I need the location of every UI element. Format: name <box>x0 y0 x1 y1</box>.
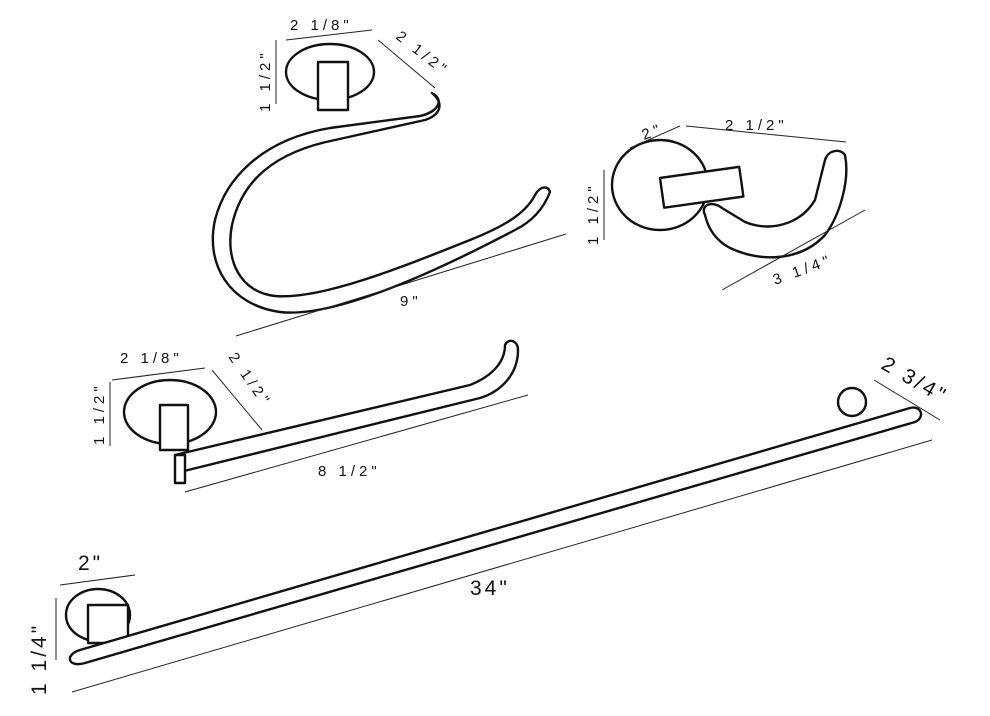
robe-hook: 2" 2 1/2" 1 1/2" 3 1/4" <box>585 117 866 291</box>
ring-depth-label: 2 1/8" <box>290 17 353 34</box>
ring-post <box>316 60 350 112</box>
hand-bar-projection-label: 2 1/2" <box>225 350 275 411</box>
hook-depth-label: 2" <box>640 120 666 143</box>
towel-bar: 2 3/4" 2" 34" 1 1/4" <box>28 352 952 695</box>
bar-length-label: 34" <box>470 577 510 600</box>
ring-projection-label: 2 1/2" <box>393 28 453 80</box>
hand-bar-depth-label: 2 1/8" <box>120 350 183 367</box>
bar-left-post <box>86 603 130 645</box>
bar-depth-label: 2" <box>78 552 103 575</box>
hook-height-label: 1 1/2" <box>585 182 602 245</box>
hook-width-label: 2 1/2" <box>725 117 788 134</box>
towel-ring: 2 1/8" 2 1/2" 1 1/2" 9" <box>211 17 567 337</box>
hand-bar-post <box>158 403 190 452</box>
ring-height-label: 1 1/2" <box>257 49 274 112</box>
bar-rod <box>68 406 923 666</box>
hook-arm <box>702 149 848 259</box>
ring-arm <box>211 91 552 314</box>
hand-bar-height-label: 1 1/2" <box>91 382 108 445</box>
hook-post <box>658 165 745 209</box>
bar-height-label: 1 1/4" <box>28 623 51 695</box>
bar-right-base-plate <box>836 386 868 418</box>
hand-bar-arm <box>173 339 520 474</box>
bar-projection-label: 2 3/4" <box>878 352 952 408</box>
hand-bar-end <box>173 453 187 485</box>
ring-width-label: 9" <box>400 293 422 310</box>
hand-bar-length-label: 8 1/2" <box>318 463 381 480</box>
hand-towel-bar: 2 1/8" 2 1/2" 1 1/2" 8 1/2" <box>91 339 529 493</box>
